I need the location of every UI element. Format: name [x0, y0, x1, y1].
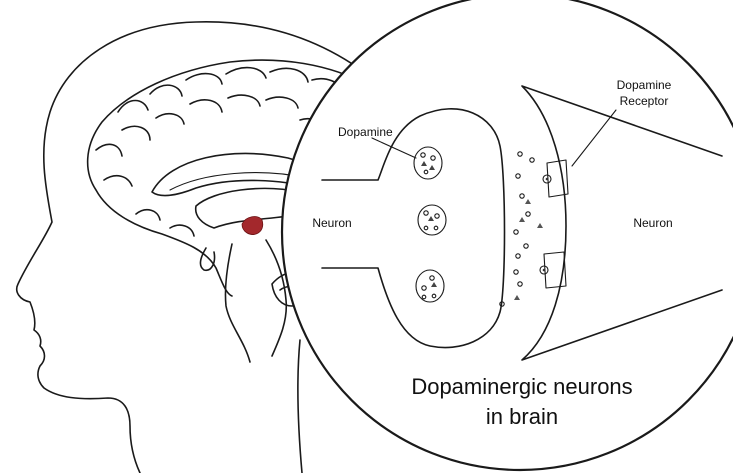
label-dopamine: Dopamine	[338, 125, 393, 139]
label-neuron-right: Neuron	[633, 216, 672, 230]
magnifier-circle	[282, 0, 733, 470]
neck-line	[298, 340, 302, 473]
caption-line1: Dopaminergic neurons	[411, 374, 632, 399]
caption-line2: in brain	[486, 404, 558, 429]
label-receptor-line1: Dopamine	[617, 78, 672, 92]
pituitary	[200, 248, 214, 270]
label-receptor-line2: Receptor	[620, 94, 669, 108]
label-neuron-left: Neuron	[312, 216, 351, 230]
brainstem	[225, 240, 286, 362]
substantia-nigra-highlight	[242, 217, 263, 235]
